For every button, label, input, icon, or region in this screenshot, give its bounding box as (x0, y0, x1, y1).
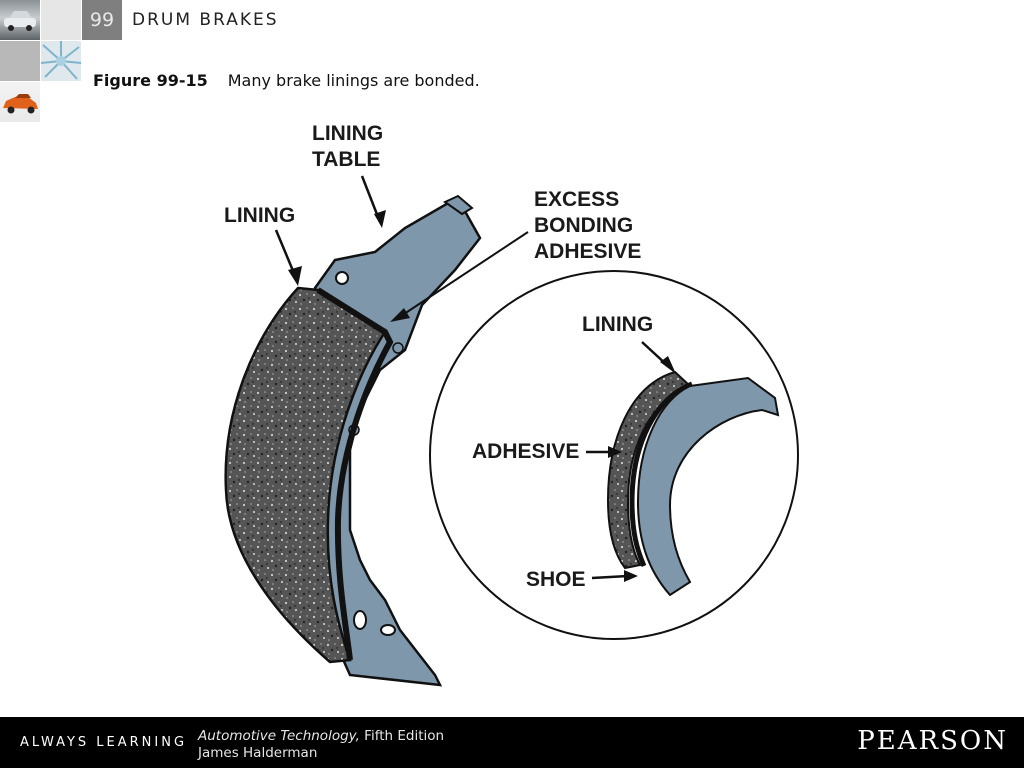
orange-car-icon (3, 94, 38, 114)
arrowhead-adhesive (608, 446, 622, 458)
arrowhead-detail-lining (660, 356, 676, 374)
crystal-pattern-icon (41, 41, 81, 80)
label-lining-table-2: TABLE (312, 148, 380, 171)
chapter-number: 99 (82, 0, 122, 40)
shoe-hole (335, 271, 349, 285)
shoe-hole-lower (353, 610, 367, 630)
label-lining-table-1: LINING (312, 122, 383, 145)
silver-car-icon (4, 11, 36, 31)
publisher-logo: PEARSON (857, 726, 1008, 756)
crystal-pattern-tile (41, 41, 81, 81)
label-shoe: SHOE (526, 568, 586, 591)
shoe-tab (443, 194, 474, 216)
label-excess-2: BONDING (534, 214, 633, 237)
book-credit: Automotive Technology, Fifth Edition Jam… (198, 728, 444, 762)
header-tile-gray (0, 41, 40, 81)
shoe-hole-lower-2 (380, 624, 396, 636)
detail-lining (606, 370, 692, 570)
sports-car-tile (0, 82, 40, 122)
footer-tagline: ALWAYS LEARNING (20, 735, 188, 750)
arrowhead-excess-adhesive (390, 308, 410, 322)
arrow-excess-adhesive (397, 231, 529, 319)
label-adhesive: ADHESIVE (472, 440, 579, 463)
figure-number: Figure 99-15 (93, 71, 208, 90)
brake-shoe-illustration: LINING TABLE LINING EXCESS BONDING ADHES… (224, 122, 799, 687)
shoe-rivet (392, 342, 404, 354)
detail-shoe (636, 376, 780, 597)
arrowhead-lining-table (374, 210, 386, 228)
car-photo-tile (0, 0, 40, 40)
label-excess-1: EXCESS (534, 188, 619, 211)
arrowhead-shoe (624, 570, 638, 582)
arrowhead-lining (288, 266, 302, 286)
lining-face (224, 286, 387, 664)
label-detail-lining: LINING (582, 313, 653, 336)
arrow-shoe (591, 574, 629, 580)
label-lining: LINING (224, 204, 295, 227)
chapter-title: DRUM BRAKES (132, 10, 279, 30)
label-excess-3: ADHESIVE (534, 240, 641, 263)
header-tile-blank (41, 0, 81, 40)
book-title: Automotive Technology, (198, 728, 360, 744)
detail-adhesive-layer (629, 381, 693, 568)
brake-lining (224, 286, 394, 664)
footer-bar: ALWAYS LEARNING Automotive Technology, F… (0, 717, 1024, 768)
book-author: James Halderman (198, 745, 318, 761)
figure-caption: Figure 99-15 Many brake linings are bonde… (93, 71, 480, 90)
excess-adhesive-bead (316, 287, 394, 661)
caption-text: Many brake linings are bonded. (227, 71, 480, 90)
book-edition: Fifth Edition (359, 728, 445, 744)
